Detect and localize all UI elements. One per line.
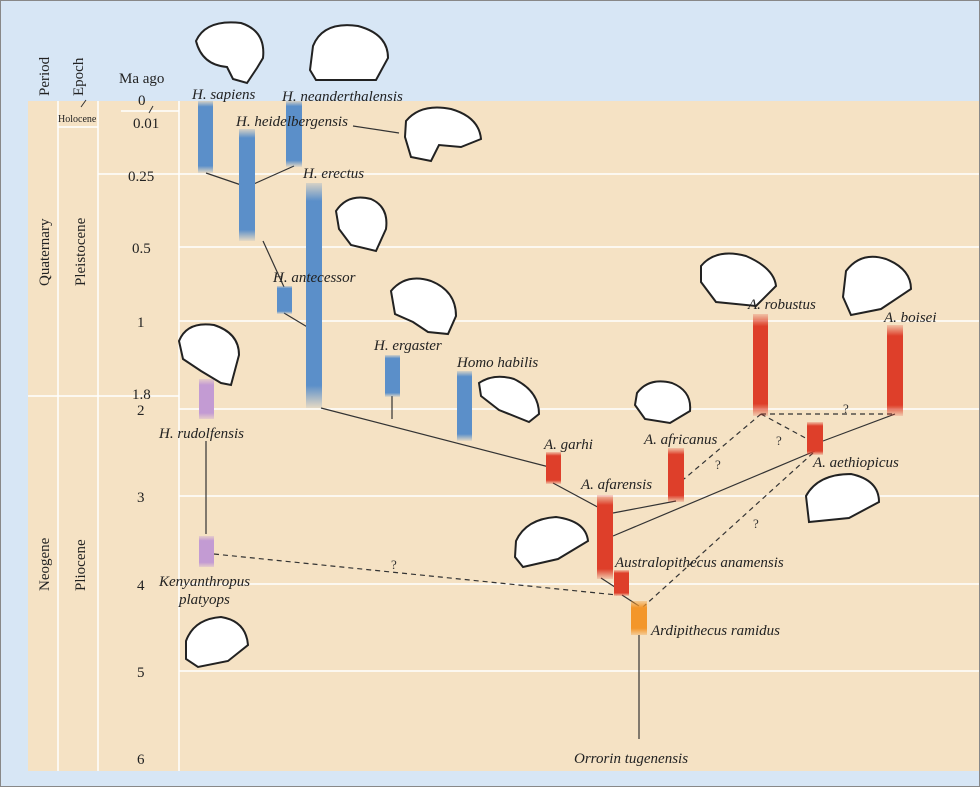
label-a-anamensis: Australopithecus anamensis bbox=[614, 555, 784, 571]
bar-h-neanderthalensis bbox=[286, 101, 302, 167]
uncertain-marks: ? ? ? ? ? bbox=[391, 401, 849, 572]
tick-0.5: 0.5 bbox=[132, 241, 151, 257]
label-h-antecessor: H. antecessor bbox=[272, 270, 356, 286]
time-ticks: 0 0.01 0.25 0.5 1 1.8 2 3 4 5 6 bbox=[128, 93, 159, 768]
label-h-ergaster: H. ergaster bbox=[373, 338, 442, 354]
label-a-boisei: A. boisei bbox=[883, 310, 937, 326]
tick-4: 4 bbox=[137, 578, 145, 594]
question-mark: ? bbox=[843, 401, 849, 416]
label-h-neanderthalensis: H. neanderthalensis bbox=[281, 89, 403, 105]
skull-icon bbox=[177, 323, 241, 387]
species-bars bbox=[198, 101, 903, 635]
uncertain-lines bbox=[213, 413, 895, 608]
label-h-sapiens: H. sapiens bbox=[191, 87, 255, 103]
skull-icon bbox=[633, 380, 692, 425]
bar-kenyanthropus bbox=[199, 536, 214, 567]
bar-a-robustus bbox=[753, 314, 768, 416]
label-homo-habilis: Homo habilis bbox=[456, 355, 538, 371]
bar-a-afarensis bbox=[597, 495, 613, 579]
tick-5: 5 bbox=[137, 665, 145, 681]
header-epoch: Epoch bbox=[71, 57, 87, 96]
tick-3: 3 bbox=[137, 490, 145, 506]
question-mark: ? bbox=[391, 557, 397, 572]
skull-icon bbox=[804, 472, 881, 524]
label-a-robustus: A. robustus bbox=[747, 297, 816, 313]
bar-h-rudolfensis bbox=[199, 379, 214, 419]
header-ma-ago: Ma ago bbox=[119, 71, 164, 87]
label-platyops: platyops bbox=[178, 592, 230, 608]
bar-homo-habilis bbox=[457, 371, 472, 441]
species-labels: H. sapiens H. neanderthalensis H. heidel… bbox=[158, 87, 937, 767]
tick-0.01: 0.01 bbox=[133, 116, 159, 132]
bar-h-ergaster bbox=[385, 355, 400, 397]
skull-icon bbox=[477, 375, 541, 424]
label-h-heidelbergensis: H. heidelbergensis bbox=[235, 114, 348, 130]
question-mark: ? bbox=[753, 516, 759, 531]
skull-icon bbox=[513, 515, 590, 569]
label-h-rudolfensis: H. rudolfensis bbox=[158, 426, 244, 442]
epoch-holocene: Holocene bbox=[58, 114, 97, 125]
question-mark: ? bbox=[776, 433, 782, 448]
skull-icon bbox=[700, 252, 778, 308]
skull-icon bbox=[194, 21, 265, 85]
bar-a-africanus bbox=[668, 448, 684, 502]
tick-6: 6 bbox=[137, 752, 145, 768]
skull-illustrations bbox=[177, 21, 913, 669]
epoch-pleistocene: Pleistocene bbox=[73, 217, 89, 286]
skull-icon bbox=[389, 277, 458, 336]
tick-1.8: 1.8 bbox=[132, 387, 151, 403]
skull-icon bbox=[334, 196, 388, 253]
label-kenyanthropus: Kenyanthropus bbox=[158, 574, 250, 590]
period-quaternary: Quaternary bbox=[37, 218, 53, 286]
bar-h-erectus bbox=[306, 183, 322, 408]
tick-0.25: 0.25 bbox=[128, 169, 154, 185]
label-a-garhi: A. garhi bbox=[543, 437, 593, 453]
label-a-afarensis: A. afarensis bbox=[580, 477, 652, 493]
period-neogene: Neogene bbox=[37, 537, 53, 591]
tick-2: 2 bbox=[137, 403, 145, 419]
label-h-erectus: H. erectus bbox=[302, 166, 364, 182]
bar-a-garhi bbox=[546, 452, 561, 484]
tick-0: 0 bbox=[138, 93, 146, 109]
skull-icon bbox=[308, 24, 390, 81]
skull-icon bbox=[841, 255, 913, 317]
label-orrorin-tugenensis: Orrorin tugenensis bbox=[574, 751, 688, 767]
label-a-aethiopicus: A. aethiopicus bbox=[812, 455, 899, 471]
bar-a-aethiopicus bbox=[807, 422, 823, 455]
bar-h-antecessor bbox=[277, 286, 292, 314]
bar-a-anamensis bbox=[614, 570, 629, 596]
epoch-pliocene: Pliocene bbox=[73, 539, 89, 591]
bar-a-boisei bbox=[887, 325, 903, 416]
skull-icon bbox=[185, 615, 250, 669]
bar-h-heidelbergensis bbox=[239, 129, 255, 241]
bar-ardipithecus bbox=[631, 601, 647, 635]
skull-icon bbox=[403, 106, 483, 163]
bar-h-sapiens bbox=[198, 101, 213, 173]
header-period: Period bbox=[37, 56, 53, 96]
label-a-africanus: A. africanus bbox=[643, 432, 717, 448]
label-ardipithecus-ramidus: Ardipithecus ramidus bbox=[650, 623, 780, 639]
question-mark: ? bbox=[715, 457, 721, 472]
tick-1: 1 bbox=[137, 315, 145, 331]
